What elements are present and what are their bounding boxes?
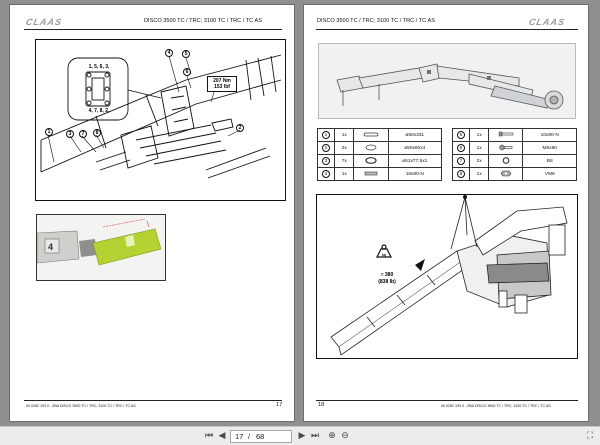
weight-approx-label: ≈ 380	[380, 272, 394, 278]
machine-overview-drawing	[336, 63, 564, 110]
next-page-icon[interactable]: ▶	[298, 431, 306, 441]
svg-text:4: 4	[48, 242, 53, 252]
pin-icon	[353, 128, 389, 142]
part-desc: M8x90	[522, 141, 577, 155]
part-qty: 7x	[334, 154, 355, 168]
callout-1: 1	[45, 128, 53, 136]
torque-spec-nm: 207 Nm	[213, 78, 231, 84]
page-18: DISCO 3500 TC / TRC; 3100 TC / TRC / TC …	[303, 4, 589, 422]
total-pages: 68	[256, 432, 265, 441]
part-qty: 1x	[334, 128, 355, 142]
first-page-icon[interactable]: ⏮	[204, 431, 214, 441]
order-sequence-top: 1, 5, 6, 3,	[88, 64, 110, 70]
part-desc: B8	[522, 154, 577, 168]
part-desc: ø51x77,5x1	[387, 154, 443, 168]
part-desc: VM8	[522, 167, 577, 181]
lifting-drawing	[330, 195, 568, 356]
claas-logo: CLAAS	[24, 17, 64, 27]
viewer-toolbar: ⏮ ◀ 17 / 68 ▶ ⏭ ⊕ ⊖ ⛶	[0, 426, 600, 445]
page-number: 18	[318, 402, 325, 408]
assembly-figure: 1, 5, 6, 3, 4, 7, 8, 2, 207 Nm 153 lbf 1…	[35, 39, 286, 201]
flat-washer-icon	[488, 154, 524, 168]
assembly-drawing	[40, 54, 282, 179]
component-photo: 4	[36, 214, 166, 281]
table-row: 2 2x ø50x60x4 6 1x M8x90	[316, 141, 577, 155]
part-number: 8	[456, 170, 465, 178]
zoom-out-icon[interactable]: ⊖	[341, 431, 349, 441]
part-qty: 1x	[468, 167, 490, 181]
table-row: 4 1x 16x80-N 8 1x VM8	[316, 167, 577, 181]
prev-page-icon[interactable]: ◀	[218, 431, 226, 441]
callout-4: 4	[165, 49, 173, 57]
photo-drawing: 4	[37, 215, 165, 280]
footer-text: 00 0282 193 0 - ZBA DISCO 3500 TC / TRC;…	[26, 404, 136, 408]
table-row: 1 1x ø50x331 5 1x 10x80-N	[316, 128, 577, 142]
part-desc: ø50x331	[387, 128, 443, 142]
callout-8: 8	[93, 129, 101, 137]
torque-spec-lbf: 153 lbf	[214, 84, 230, 90]
weight-unit-label: kg	[382, 253, 386, 257]
nut-icon	[488, 167, 524, 181]
header-rule	[24, 29, 282, 30]
footer-rule	[316, 400, 578, 401]
part-qty: 1x	[468, 128, 490, 142]
weight-imperial-label: (838 lb)	[378, 279, 396, 285]
callout-2: 2	[236, 124, 244, 132]
last-page-icon[interactable]: ⏭	[310, 431, 320, 441]
parts-table: 1 1x ø50x331 5 1x 10x80-N 2 2x ø50x60x4	[316, 128, 577, 181]
bolt-icon	[488, 128, 524, 142]
fullscreen-icon[interactable]: ⛶	[586, 431, 594, 441]
callout-6: 6	[183, 68, 191, 76]
footer-text: 00 0282 193 0 - ZBA DISCO 3500 TC / TRC;…	[441, 404, 551, 408]
part-desc: 10x80-N	[522, 128, 577, 142]
lifting-figure: kg ≈ 380 (838 lb)	[316, 194, 578, 359]
header-title: DISCO 3500 TC / TRC; 3100 TC / TRC / TC …	[317, 18, 435, 24]
header-title: DISCO 3500 TC / TRC; 3100 TC / TRC / TC …	[144, 18, 262, 24]
part-qty: 2x	[468, 154, 490, 168]
part-number: 3	[322, 157, 330, 165]
current-page-input[interactable]: 17	[235, 432, 244, 441]
part-number: 5	[456, 131, 465, 139]
part-number: 6	[456, 144, 465, 152]
part-qty: 1x	[468, 141, 490, 155]
part-number: 7	[456, 157, 465, 165]
zoom-in-icon[interactable]: ⊕	[328, 431, 336, 441]
page-separator: /	[248, 432, 251, 441]
order-sequence-bottom: 4, 7, 8, 2,	[88, 108, 110, 114]
part-qty: 1x	[334, 167, 355, 181]
page-indicator[interactable]: 17 / 68	[230, 430, 292, 443]
footer-rule	[24, 400, 282, 401]
part-number: 4	[322, 170, 330, 178]
claas-logo: CLAAS	[527, 17, 567, 27]
screw-icon	[488, 141, 524, 155]
header-rule	[316, 29, 578, 30]
callout-5: 5	[182, 50, 190, 58]
part-qty: 2x	[334, 141, 355, 155]
callout-3: 3	[66, 130, 74, 138]
page-number: 17	[276, 402, 283, 408]
washer-icon	[353, 154, 389, 168]
part-number: 1	[322, 131, 330, 139]
callout-7: 7	[79, 130, 87, 138]
part-desc: 16x80-N	[387, 167, 443, 181]
page-17: CLAAS DISCO 3500 TC / TRC; 3100 TC / TRC…	[9, 4, 295, 422]
bushing-icon	[353, 141, 389, 155]
machine-overview-figure	[318, 43, 576, 119]
torque-spec-box: 207 Nm 153 lbf	[207, 76, 237, 92]
table-row: 3 7x ø51x77,5x1 7 2x B8	[316, 154, 577, 168]
part-number: 2	[322, 144, 330, 152]
part-desc: ø50x60x4	[387, 141, 443, 155]
roll-pin-icon	[353, 167, 389, 181]
